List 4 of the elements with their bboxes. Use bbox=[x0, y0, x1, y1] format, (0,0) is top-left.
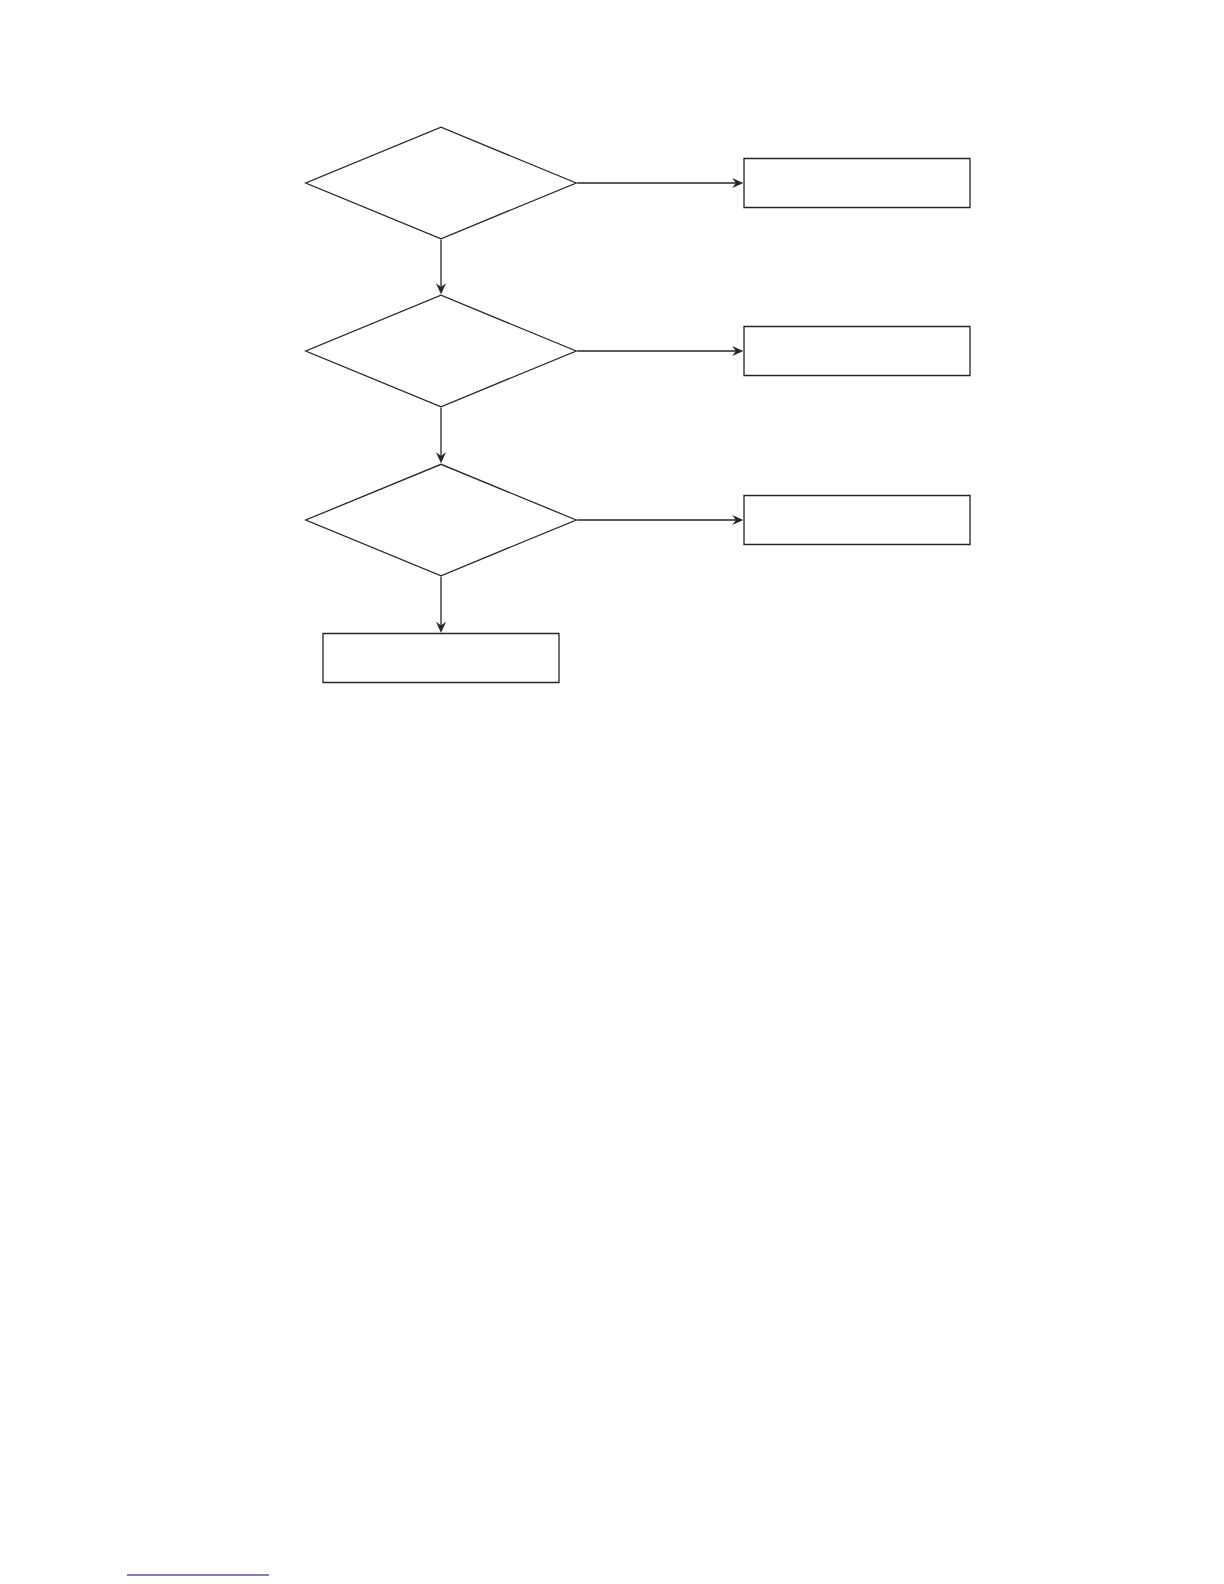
process-box bbox=[322, 632, 560, 684]
process-box bbox=[743, 157, 971, 209]
process-box bbox=[743, 325, 971, 377]
process-box bbox=[743, 494, 971, 546]
